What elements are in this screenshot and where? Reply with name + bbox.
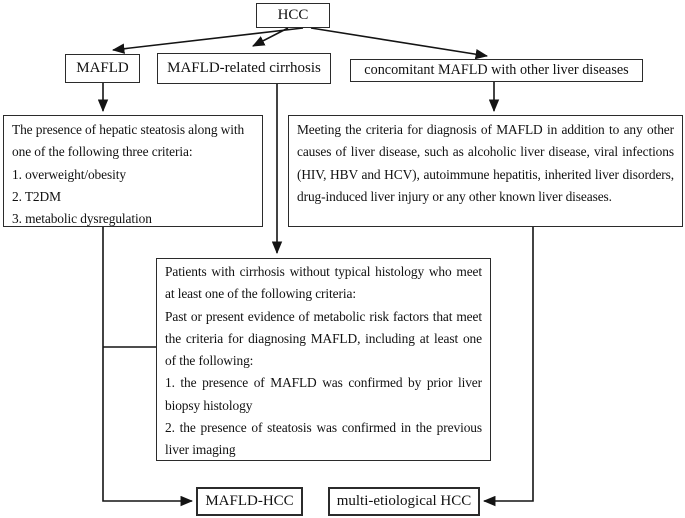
box-mafld-criteria: The presence of hepatic steatosis along … xyxy=(3,115,263,227)
cirrhosis-criteria-item-2: 2. the presence of steatosis was confirm… xyxy=(165,420,482,458)
edge-right-to-multi-hcc xyxy=(482,227,534,507)
mafld-criteria-intro: The presence of hepatic steatosis along … xyxy=(12,122,245,160)
node-hcc-label: HCC xyxy=(277,7,309,24)
node-mafld-related-cirrhosis-label: MAFLD-related cirrhosis xyxy=(167,60,321,77)
cirrhosis-criteria-intro: Patients with cirrhosis without typical … xyxy=(165,264,482,302)
node-multi-etiological-hcc-label: multi-etiological HCC xyxy=(336,493,472,510)
edge-hcc-to-mafld xyxy=(111,27,304,54)
edge-hcc-to-cirrhosis xyxy=(252,27,289,47)
node-multi-etiological-hcc: multi-etiological HCC xyxy=(328,487,480,516)
node-mafld-label: MAFLD xyxy=(76,60,129,77)
box-cirrhosis-criteria: Patients with cirrhosis without typical … xyxy=(156,258,491,461)
mafld-criteria-item-1: 1. overweight/obesity xyxy=(12,166,126,182)
cirrhosis-criteria-evidence: Past or present evidence of metabolic ri… xyxy=(165,308,482,369)
node-concomitant-mafld: concomitant MAFLD with other liver disea… xyxy=(350,59,643,82)
cirrhosis-criteria-item-1: 1. the presence of MAFLD was confirmed b… xyxy=(165,375,482,413)
mafld-criteria-item-3: 3. metabolic dysregulation xyxy=(12,211,152,227)
node-mafld: MAFLD xyxy=(65,54,140,83)
node-concomitant-mafld-label: concomitant MAFLD with other liver disea… xyxy=(364,61,629,78)
box-concomitant-criteria: Meeting the criteria for diagnosis of MA… xyxy=(288,115,683,227)
edge-left-to-mafld-hcc xyxy=(102,227,194,507)
node-mafld-hcc: MAFLD-HCC xyxy=(196,487,303,516)
edge-hcc-to-concomitant xyxy=(310,27,489,60)
node-hcc: HCC xyxy=(256,3,330,28)
node-mafld-related-cirrhosis: MAFLD-related cirrhosis xyxy=(157,53,331,84)
node-mafld-hcc-label: MAFLD-HCC xyxy=(205,493,294,510)
mafld-criteria-item-2: 2. T2DM xyxy=(12,188,61,204)
concomitant-criteria-text: Meeting the criteria for diagnosis of MA… xyxy=(297,122,674,204)
